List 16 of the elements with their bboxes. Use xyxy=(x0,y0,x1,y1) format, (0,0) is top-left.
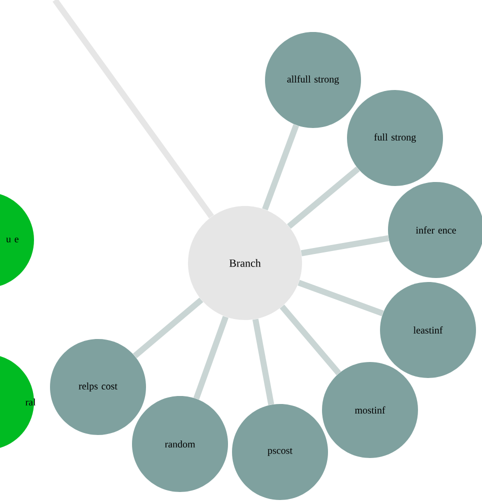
connector xyxy=(262,124,300,210)
connector xyxy=(52,0,214,218)
connector xyxy=(280,304,342,376)
circle-node: full strong xyxy=(347,90,443,186)
connector xyxy=(287,166,360,229)
connector xyxy=(298,280,384,316)
circle-node: leastinf xyxy=(380,282,476,378)
circle-node: pscost xyxy=(232,404,328,500)
connector xyxy=(252,318,274,406)
connector xyxy=(300,235,390,256)
circle-node: mostinf xyxy=(322,362,418,458)
circle-node: allfull strong xyxy=(265,32,361,128)
connector xyxy=(193,316,228,400)
circle-node: random xyxy=(132,396,228,492)
connector xyxy=(132,298,204,358)
circle-node: relps cost xyxy=(50,339,146,435)
